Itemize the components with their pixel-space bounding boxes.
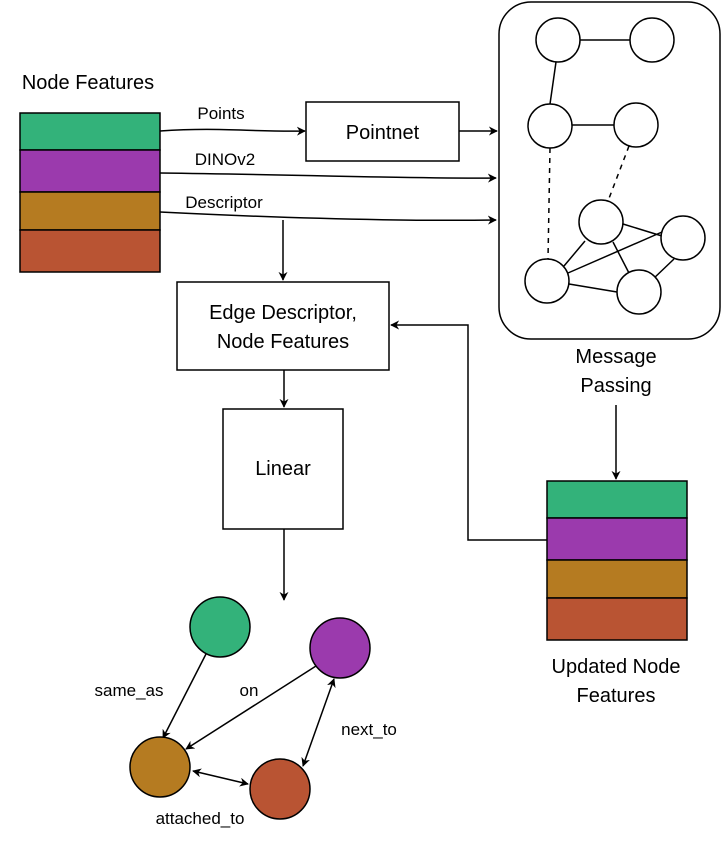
message-passing-label-line2: Passing (580, 375, 651, 397)
mp-edge (567, 231, 663, 274)
edge-label-next-to: next_to (341, 720, 397, 739)
message-passing-panel (498, 1, 721, 340)
output-scene-graph (129, 596, 371, 820)
updated-segment-purple (546, 517, 688, 561)
mp-edge (651, 258, 675, 281)
edge-descriptor-box (176, 281, 390, 371)
updated-node-features-stack (546, 480, 688, 641)
updated-node-features-label-line1: Updated Node (552, 656, 681, 678)
mp-edge (622, 223, 663, 237)
message-passing-label-line1: Message (575, 346, 656, 368)
descriptor-label: Descriptor (185, 193, 263, 212)
updated-node-features-label-line2: Features (577, 685, 656, 707)
updated-segment-ochre (546, 559, 688, 599)
graph-node-purple (309, 617, 371, 679)
message-passing-graph (524, 17, 706, 315)
mp-node (613, 102, 659, 148)
feedback-arrow (390, 320, 547, 541)
points-label: Points (197, 104, 244, 123)
feature-segment-green (19, 112, 161, 151)
edge-attached-to (192, 768, 249, 787)
linear-label: Linear (255, 458, 311, 480)
node-features-title: Node Features (22, 72, 154, 94)
edge-next-to (301, 678, 336, 767)
mp-edge (549, 61, 557, 105)
updated-segment-rust (546, 597, 688, 641)
edge-same-as (162, 653, 207, 739)
pointnet-label: Pointnet (346, 122, 420, 144)
feature-segment-ochre (19, 191, 161, 231)
mp-edge (568, 283, 618, 293)
descriptor-arrow (159, 211, 497, 225)
feature-segment-purple (19, 149, 161, 193)
mp-node (578, 199, 624, 245)
edge-on (185, 665, 317, 750)
dinov2-arrow (159, 172, 497, 183)
edge-label-attached-to: attached_to (156, 809, 245, 828)
edge-label-same-as: same_as (95, 681, 164, 700)
mp-edge (612, 241, 631, 276)
mp-node (535, 17, 581, 63)
graph-node-rust (249, 758, 311, 820)
updated-segment-green (546, 480, 688, 519)
edge-descriptor-label-line1: Edge Descriptor, (209, 302, 357, 324)
edge-descriptor-label-line2: Node Features (217, 331, 349, 353)
mp-node (527, 103, 573, 149)
mp-node (524, 258, 570, 304)
node-features-stack (19, 112, 161, 273)
mp-node (629, 17, 675, 63)
edge-label-on: on (240, 681, 259, 700)
mp-node (616, 269, 662, 315)
mp-edge-dashed (547, 147, 551, 260)
graph-node-green (189, 596, 251, 658)
mp-node (660, 215, 706, 261)
linear-box (222, 408, 344, 530)
points-arrow (159, 126, 306, 136)
dinov2-label: DINOv2 (195, 150, 255, 169)
graph-node-ochre (129, 736, 191, 798)
mp-edge (563, 240, 586, 267)
feature-segment-rust (19, 229, 161, 273)
